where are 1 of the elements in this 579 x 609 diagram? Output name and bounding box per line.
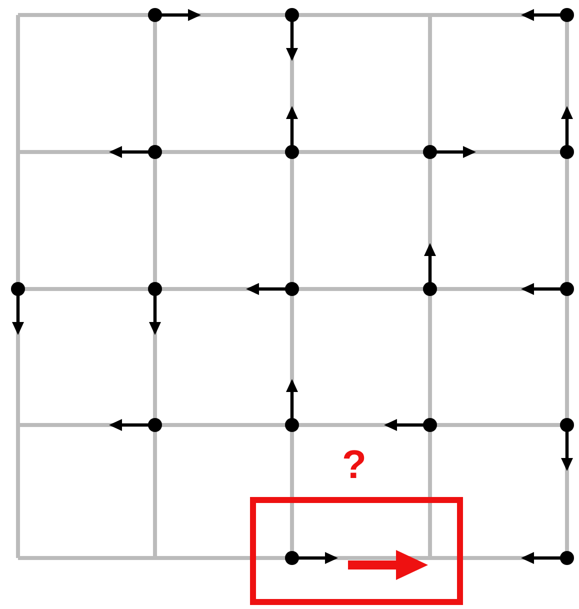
- question-mark-label: ?: [342, 445, 366, 485]
